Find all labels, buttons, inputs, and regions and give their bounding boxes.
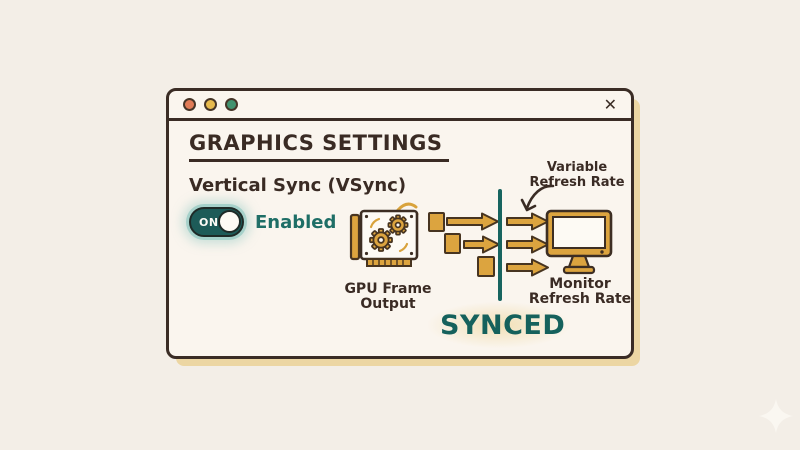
window-close-dot-icon[interactable]: [183, 98, 196, 111]
page-title: GRAPHICS SETTINGS: [189, 131, 449, 162]
window-content: GRAPHICS SETTINGS Vertical Sync (VSync) …: [169, 121, 631, 237]
toggle-state-label: ON: [199, 215, 219, 229]
sync-line: [498, 189, 502, 301]
synced-arrow-icon: [506, 258, 549, 277]
vsync-setting-label: Vertical Sync (VSync): [189, 175, 407, 196]
frame-arrow-icon: [446, 212, 499, 231]
gear-icon: [369, 228, 393, 252]
curved-pointer-arrow-icon: [520, 184, 555, 212]
synced-arrow-icon: [506, 212, 549, 231]
synced-glow: [428, 302, 570, 348]
frame-rect: [444, 233, 461, 254]
frame-rect: [477, 256, 495, 277]
sparkle-icon: [759, 399, 793, 433]
vsync-toggle[interactable]: ON: [189, 207, 244, 237]
toggle-status-label: Enabled: [255, 211, 337, 233]
traffic-lights: [183, 98, 238, 111]
gear-icon: [387, 214, 409, 236]
gpu-frame-output-label: GPU Frame Output: [344, 281, 432, 312]
gpu-card-icon: [349, 202, 419, 267]
window-zoom-dot-icon[interactable]: [225, 98, 238, 111]
toggle-knob-icon: [218, 210, 241, 233]
vsync-toggle-row: ON Enabled: [189, 207, 631, 237]
synced-arrow-icon: [506, 235, 549, 254]
frame-arrow-icon: [463, 235, 500, 254]
window-minimize-dot-icon[interactable]: [204, 98, 217, 111]
sync-status-badge: SYNCED: [440, 310, 566, 341]
frame-rect: [428, 212, 445, 232]
window-titlebar: ✕: [169, 91, 631, 121]
close-icon[interactable]: ✕: [603, 94, 617, 114]
monitor-icon: [545, 209, 613, 275]
